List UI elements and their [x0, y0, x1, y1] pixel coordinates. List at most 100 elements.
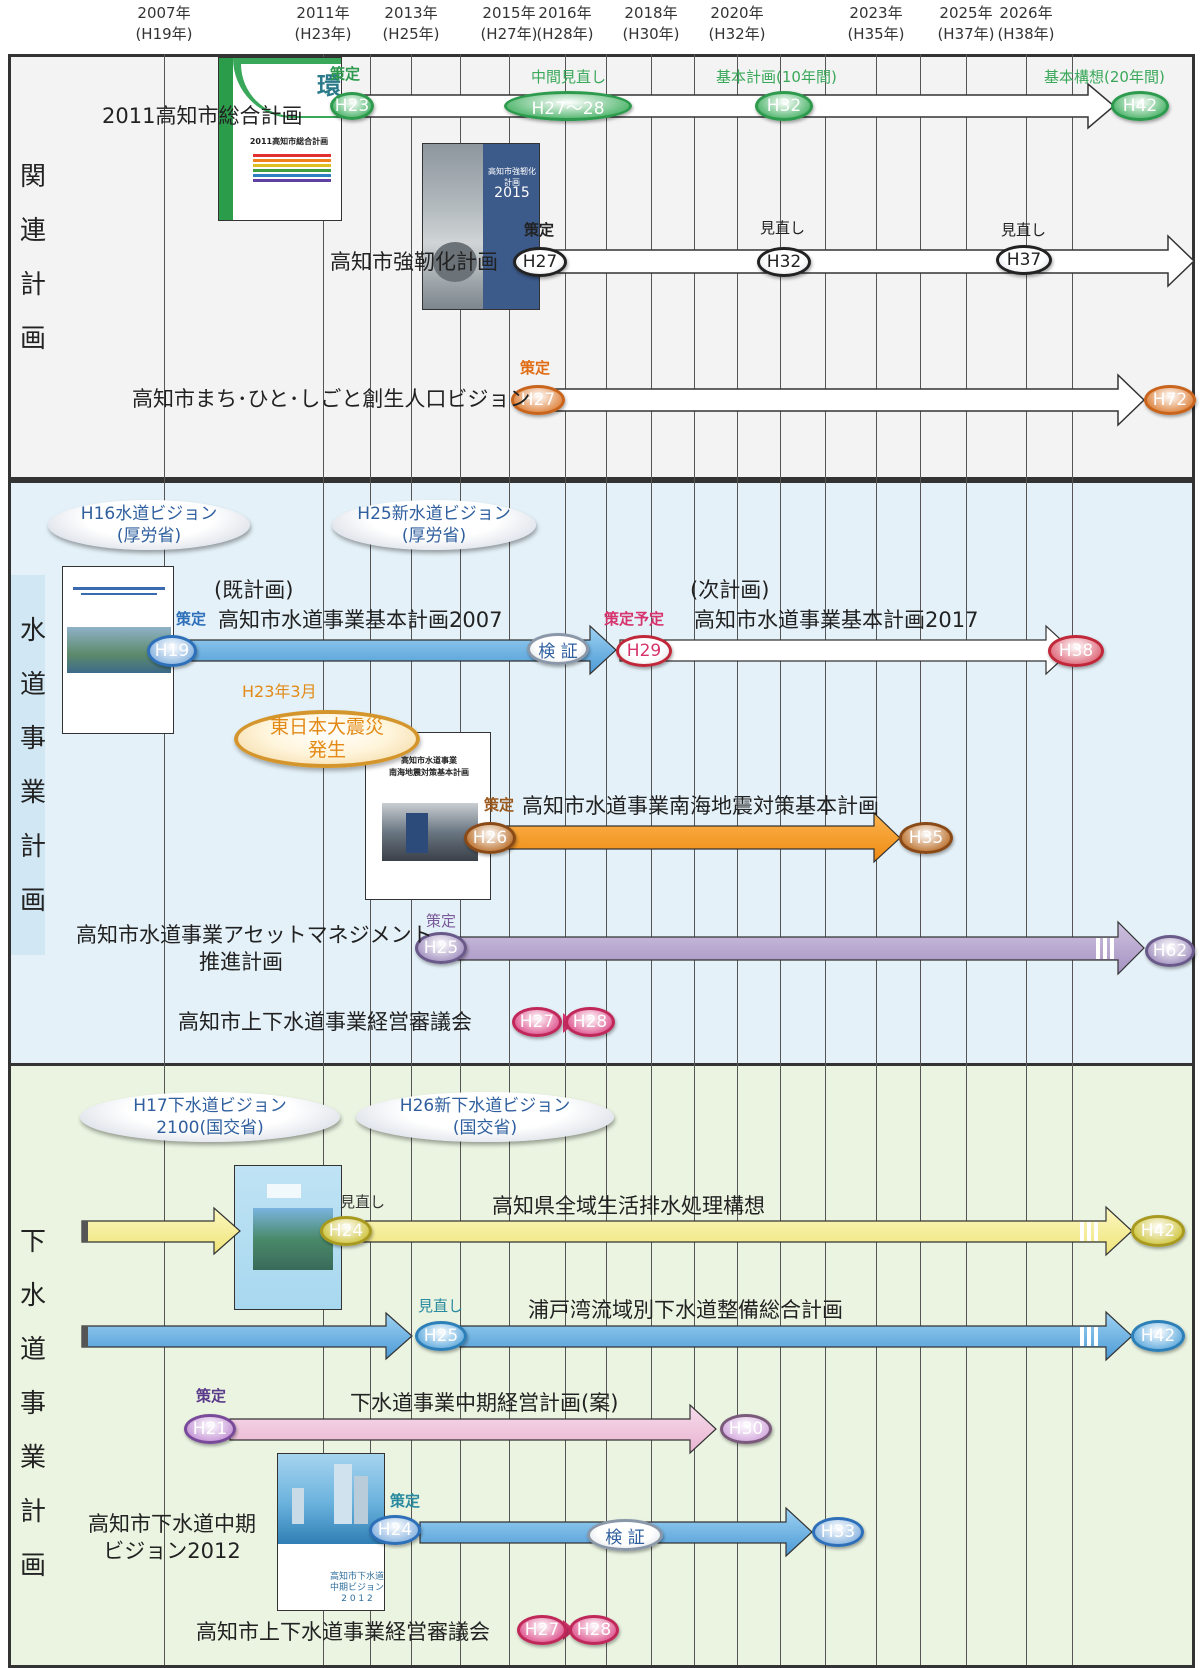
kyojin-cover-year: 2015 [494, 185, 530, 201]
vision-h17-line2: 2100(国交省) [156, 1118, 264, 1138]
sogo-note-plan: 基本計画(10年間) [716, 68, 837, 86]
year-gridline [966, 480, 967, 1066]
vision2012-label-2: ビジョン2012 [103, 1539, 241, 1563]
section-label-sewer: 下水道事業計画 [19, 1227, 46, 1581]
kenzen-arrow-break [1080, 1222, 1098, 1241]
water2017-node-start: H29 [616, 635, 672, 667]
year-gridline [370, 54, 371, 480]
water2007-note-start: 策定 [176, 610, 207, 628]
water2017-prefix: (次計画) [690, 578, 770, 602]
earthquake-line1: 東日本大震災 [269, 716, 384, 738]
kyojin-node-mid: H32 [757, 247, 811, 277]
vision-h16-line2: (厚労省) [116, 526, 182, 546]
kyojin-note-end: 見直し [1001, 221, 1047, 239]
water2017-label: 高知市水道事業基本計画2017 [694, 608, 979, 632]
year-2007: 2007年(H19年) [135, 4, 193, 43]
year-gridline [780, 480, 781, 1066]
sogo-cover-image: 環 2011高知市総合計画 [218, 57, 342, 221]
panel-water [8, 480, 1195, 1066]
panel-sewer [8, 1063, 1195, 1668]
asset-arrow [449, 920, 1145, 976]
year-gridline [694, 1066, 695, 1665]
machi-note-start: 策定 [520, 359, 551, 377]
asset-label-1: 高知市水道事業アセットマネジメント [76, 923, 433, 947]
year-gridline [876, 1066, 877, 1665]
vision2012-cover-title-1: 高知市下水道 [329, 1572, 384, 1582]
vision2012-label-1: 高知市下水道中期 [88, 1512, 256, 1536]
year-gridline [606, 1066, 607, 1665]
water2007-arrow [174, 624, 617, 676]
year-gridline [1072, 1066, 1073, 1665]
urado-arrow [459, 1310, 1133, 1362]
year-2026: 2026年(H38年) [997, 4, 1055, 43]
nankai-cover-title-1: 高知市水道事業 [401, 756, 457, 765]
year-gridline [509, 1066, 510, 1665]
vision-h26-line2: (国交省) [452, 1118, 518, 1138]
vision-h16-bubble: H16水道ビジョン (厚労省) [48, 500, 250, 550]
vision-h17-bubble: H17下水道ビジョン 2100(国交省) [80, 1092, 340, 1142]
vision-h25-line1: H25新水道ビジョン [357, 504, 511, 524]
kyojin-node-end: H37 [996, 245, 1052, 275]
urado-node-start: H25 [415, 1321, 467, 1351]
kenzen-node-end: H42 [1131, 1215, 1185, 1247]
sogo-node-start: H23 [330, 92, 374, 120]
year-gridline [920, 480, 921, 1066]
year-gridline [966, 1066, 967, 1665]
year-2011: 2011年(H23年) [294, 4, 352, 43]
year-gridline [323, 480, 324, 1066]
kenzen-lead-arrow [81, 1206, 241, 1256]
water2007-label: 高知市水道事業基本計画2007 [218, 608, 503, 632]
machi-arrow-break [1096, 390, 1107, 410]
section-label-related: 関連計画 [19, 162, 46, 354]
year-gridline [1026, 1066, 1027, 1665]
kyojin-arrow-break [1148, 251, 1166, 272]
chuki-node-start: H21 [184, 1414, 236, 1444]
asset-node-end: H62 [1145, 935, 1195, 967]
year-gridline [460, 1066, 461, 1665]
vision2012-cover-year: 2 0 1 2 [341, 1594, 373, 1604]
nankai-arrow [494, 811, 901, 864]
urado-note-start: 見直し [418, 1297, 464, 1315]
asset-arrow-break [1096, 938, 1114, 959]
earthquake-line2: 発生 [307, 739, 346, 761]
kyojin-cover-image: 高知市強靭化計画 2015 [422, 143, 540, 310]
year-gridline [164, 1066, 165, 1665]
year-gridline [825, 480, 826, 1066]
sogo-node-plan: H32 [755, 91, 813, 121]
vision-h17-line1: H17下水道ビジョン [133, 1096, 287, 1116]
sogo-note-start: 策定 [330, 65, 361, 83]
water-council-label: 高知市上下水道事業経営審議会 [178, 1010, 472, 1034]
vision-h26-line1: H26新下水道ビジョン [399, 1096, 571, 1116]
year-gridline [370, 1066, 371, 1665]
kenzen-node-start: H24 [320, 1216, 372, 1246]
urado-lead-arrow [81, 1311, 413, 1361]
kyojin-note-mid: 見直し [760, 219, 806, 237]
kyojin-label: 高知市強靭化計画 [330, 250, 498, 274]
sewer-council-node-start: H27 [517, 1615, 567, 1645]
nankai-cover-image: 高知市水道事業 南海地震対策基本計画 [365, 732, 491, 900]
vision2012-cover-image: 高知市下水道 中期ビジョン 2 0 1 2 [277, 1453, 385, 1611]
year-2023: 2023年(H35年) [847, 4, 905, 43]
sewer-council-node-end: H28 [569, 1615, 619, 1645]
chuki-note-start: 策定 [196, 1387, 227, 1405]
year-gridline [1026, 480, 1027, 1066]
vision-h25-bubble: H25新水道ビジョン (厚労省) [332, 500, 536, 550]
chuki-node-end: H30 [720, 1414, 772, 1444]
sewer-council-label: 高知市上下水道事業経営審議会 [196, 1620, 490, 1644]
section-label-water: 水道事業計画 [19, 616, 46, 916]
vision-h25-line2: (厚労省) [401, 526, 467, 546]
water-council-node-start: H27 [512, 1007, 562, 1037]
year-gridline [737, 480, 738, 1066]
year-gridline [920, 1066, 921, 1665]
water2007-node-start: H19 [147, 635, 197, 667]
year-gridline [780, 1066, 781, 1665]
machi-node-end: H72 [1144, 385, 1196, 415]
year-gridline [164, 54, 165, 480]
water-side-band [11, 575, 45, 955]
sogo-cover-title: 2011高知市総合計画 [249, 137, 329, 146]
kyojin-node-start: H27 [513, 247, 567, 277]
year-2018: 2018年(H30年) [622, 4, 680, 43]
vision2012-node-start: H24 [369, 1515, 421, 1545]
year-gridline [411, 54, 412, 480]
nankai-node-start: H26 [464, 822, 516, 854]
